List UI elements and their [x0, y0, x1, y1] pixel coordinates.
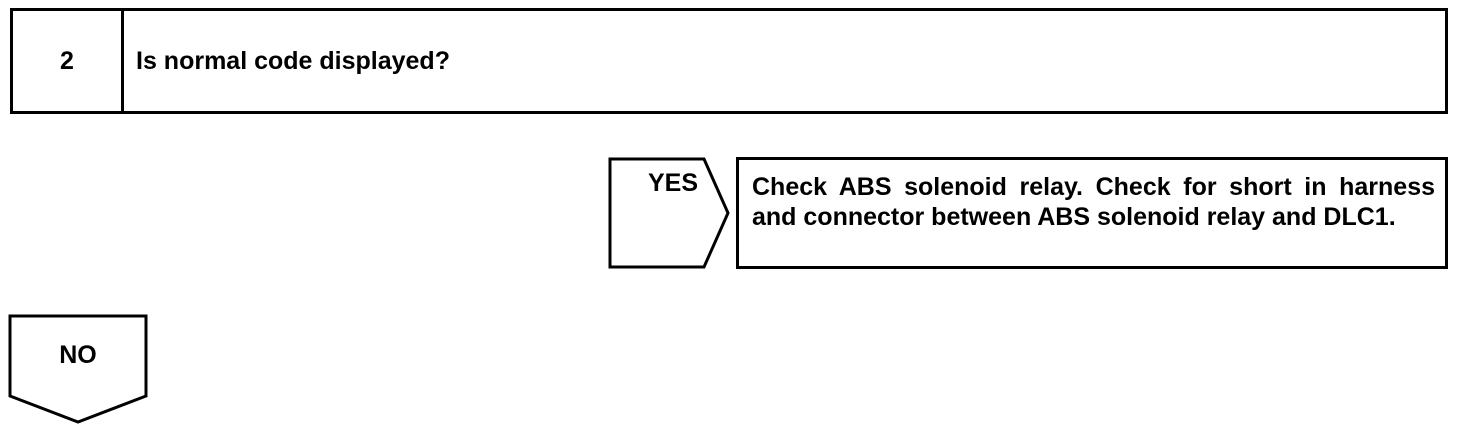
- step-question: Is normal code displayed?: [136, 46, 450, 75]
- step-number: 2: [13, 11, 124, 111]
- yes-arrow-shape: [608, 157, 730, 269]
- no-arrow-shape: [8, 314, 148, 424]
- yes-result-text: Check ABS solenoid relay. Check for shor…: [752, 173, 1435, 231]
- yes-result-box: Check ABS solenoid relay. Check for shor…: [736, 157, 1448, 269]
- no-label: NO: [59, 341, 97, 369]
- yes-label: YES: [647, 169, 698, 197]
- step-box: 2 Is normal code displayed?: [10, 8, 1448, 114]
